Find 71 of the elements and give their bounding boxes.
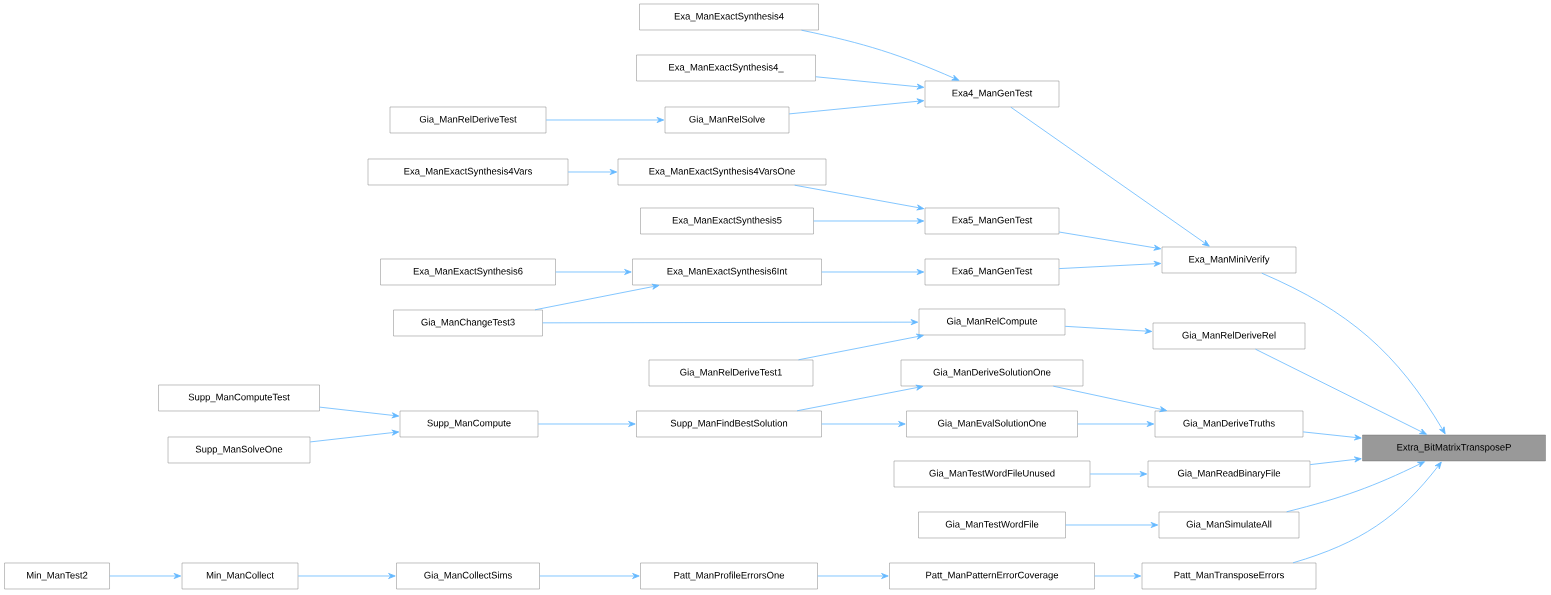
- arrow: [1058, 231, 1162, 251]
- function-box: Patt_ManProfileErrorsOne: [640, 562, 818, 590]
- function-box: Supp_ManFindBestSolution: [636, 410, 822, 438]
- arrow: [813, 218, 925, 224]
- function-box: Min_ManTest2: [4, 562, 110, 590]
- arrow: [821, 269, 925, 275]
- function-box: Gia_ManReadBinaryFile: [1147, 460, 1311, 488]
- function-box: Exa_ManExactSynthesis4_: [636, 54, 816, 82]
- function-box: Exa_ManExactSynthesis4Vars: [367, 158, 569, 186]
- function-box: Gia_ManDeriveTruths: [1154, 410, 1304, 438]
- arrow: [801, 29, 960, 81]
- function-box: Gia_ManEvalSolutionOne: [906, 410, 1078, 438]
- arrow: [821, 421, 906, 427]
- function-box: Gia_ManRelDeriveTest: [389, 106, 547, 134]
- arrow: [542, 319, 919, 326]
- arrow: [1077, 421, 1155, 427]
- arrow: [1010, 106, 1210, 247]
- arrow: [815, 76, 925, 90]
- function-box: Gia_ManCollectSims: [396, 562, 540, 590]
- function-box: Min_ManCollect: [181, 562, 299, 590]
- arrow: [1309, 456, 1362, 465]
- function-box: Gia_ManRelSolve: [664, 106, 790, 134]
- function-box: Gia_ManChangeTest3: [393, 309, 543, 337]
- function-box: Gia_ManTestWordFileUnused: [893, 460, 1091, 488]
- function-box: Gia_ManRelDeriveRel: [1152, 322, 1306, 350]
- function-box: Exa5_ManGenTest: [924, 207, 1060, 235]
- function-box: Supp_ManComputeTest: [158, 384, 320, 412]
- arrow: [534, 283, 660, 311]
- arrow: [537, 421, 636, 427]
- function-box: Gia_ManRelCompute: [918, 308, 1066, 336]
- arrow: [1286, 461, 1425, 513]
- arrow: [1065, 522, 1159, 528]
- arrow: [1094, 573, 1142, 579]
- arrow: [109, 573, 182, 579]
- arrow: [545, 117, 665, 123]
- function-box: Gia_ManSimulateAll: [1158, 511, 1300, 539]
- arrow: [1255, 348, 1427, 435]
- function-box: Supp_ManCompute: [399, 410, 539, 438]
- arrow: [1292, 461, 1442, 564]
- arrow: [567, 169, 618, 175]
- arrow: [1089, 471, 1148, 477]
- function-box: Exa_ManExactSynthesis5: [640, 207, 814, 235]
- arrow: [1058, 260, 1162, 269]
- function-box: Patt_ManTransposeErrors: [1141, 562, 1317, 590]
- function-box: Patt_ManPatternErrorCoverage: [889, 562, 1095, 590]
- arrow: [309, 429, 400, 443]
- arrow: [796, 384, 924, 412]
- arrow: [319, 406, 400, 419]
- arrow: [539, 573, 640, 579]
- function-box: Exa_ManMiniVerify: [1161, 246, 1297, 274]
- function-box: Exa_ManExactSynthesis4VarsOne: [617, 158, 827, 186]
- arrow: [817, 573, 889, 579]
- function-box: Gia_ManDeriveSolutionOne: [900, 359, 1084, 387]
- arrow: [297, 573, 396, 579]
- function-box: Extra_BitMatrixTransposeP: [1362, 434, 1546, 462]
- function-box: Exa_ManExactSynthesis4: [639, 3, 819, 31]
- arrow: [555, 269, 632, 275]
- arrow: [1052, 385, 1167, 413]
- function-box: Supp_ManSolveOne: [167, 436, 311, 464]
- function-box: Exa6_ManGenTest: [924, 258, 1060, 286]
- function-box: Exa_ManExactSynthesis6Int: [632, 258, 822, 286]
- arrow: [794, 184, 925, 211]
- function-box: Gia_ManRelDeriveTest1: [648, 359, 814, 387]
- arrow: [1302, 431, 1362, 441]
- arrow: [788, 98, 925, 115]
- function-box: Gia_ManTestWordFile: [918, 511, 1066, 539]
- arrow: [1261, 272, 1446, 435]
- function-box: Exa_ManExactSynthesis6: [380, 258, 556, 286]
- arrow: [1064, 325, 1153, 335]
- function-box: Exa4_ManGenTest: [924, 80, 1060, 108]
- arrow: [798, 333, 924, 361]
